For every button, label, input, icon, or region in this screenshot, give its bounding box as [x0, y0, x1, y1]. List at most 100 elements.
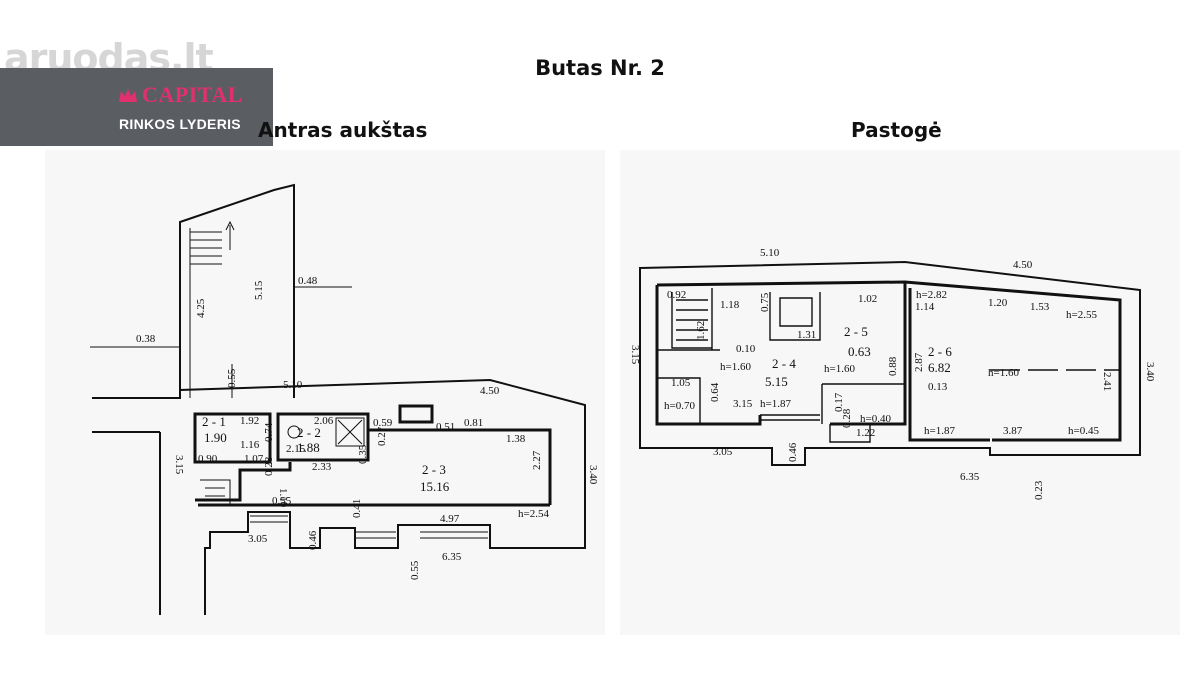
dim: 3.05: [248, 533, 268, 545]
right-inner-outline: [655, 280, 1122, 442]
floor-label-right: Pastogė: [851, 118, 942, 142]
dim: 5.10: [283, 379, 303, 391]
stair-outline: [179, 183, 295, 398]
room-id: 2 - 4: [772, 356, 796, 371]
dim: 1.53: [1030, 301, 1050, 313]
dim: 3.15: [733, 398, 753, 410]
dim: 3.15: [629, 345, 641, 365]
dim: 2.27: [531, 450, 543, 470]
height: h=0.40: [860, 413, 891, 425]
dim: 0.27: [376, 426, 388, 446]
left-plan-labels: 0.48 5.15 4.25 0.38 0.55 5.10 4.50 3.15 …: [136, 275, 599, 580]
height: h=1.60: [720, 361, 751, 373]
room-area: 15.16: [420, 479, 450, 494]
room-area: 1.88: [297, 440, 320, 455]
dim: 0.90: [198, 453, 218, 465]
dim: 0.55: [409, 560, 421, 580]
dim: 3.87: [1003, 425, 1023, 437]
dim: 1.05: [671, 377, 691, 389]
dim: 0.75: [759, 292, 771, 312]
dim: 0.17: [833, 392, 845, 412]
room-area: 1.90: [204, 430, 227, 445]
dim: 0.92: [667, 289, 686, 301]
height: h=0.70: [664, 400, 695, 412]
dim: 4.25: [195, 298, 207, 318]
dim: 0.35: [357, 444, 369, 464]
dim: 5.15: [253, 280, 265, 300]
dim: 3.40: [1144, 362, 1156, 382]
dim: 0.88: [887, 356, 899, 376]
height: h=1.60: [988, 367, 1019, 379]
dim: 4.50: [480, 385, 500, 397]
height: h=1.60: [824, 363, 855, 375]
brand-name: CAPITAL: [142, 82, 243, 107]
dim: 0.74: [263, 422, 275, 442]
dim: 1.07: [244, 453, 264, 465]
dim: 5.10: [760, 247, 780, 259]
dim: 1.02: [858, 293, 877, 305]
dim: 0.28: [263, 456, 275, 476]
dim: 2.06: [314, 415, 334, 427]
dim: 1.20: [988, 297, 1008, 309]
dim: 0.28: [841, 408, 853, 428]
dim: 0.55: [272, 495, 292, 507]
dim: 0.51: [436, 421, 455, 433]
dim: 1.22: [856, 427, 875, 439]
dim: 1.92: [240, 415, 259, 427]
right-plan-paper: [620, 150, 1180, 635]
agency-banner: CAPITAL RINKOS LYDERIS: [0, 68, 273, 146]
page-title: Butas Nr. 2: [535, 56, 665, 80]
dim: 0.64: [709, 382, 721, 402]
right-plan-labels: 5.10 4.50 3.15 3.40 3.05 0.46 6.35 0.23 …: [629, 247, 1156, 500]
height: h=1.87: [760, 398, 791, 410]
crown-icon: [119, 89, 137, 102]
height: h=1.87: [924, 425, 955, 437]
dim: 4.50: [1013, 259, 1033, 271]
room-area: 5.15: [765, 374, 788, 389]
room-id: 2 - 5: [844, 324, 868, 339]
floor-label-left: Antras aukštas: [258, 118, 428, 142]
height: h=2.82: [916, 289, 947, 301]
dim: 2.41: [1101, 372, 1113, 391]
height: h=2.55: [1066, 309, 1097, 321]
dim: 0.41: [351, 499, 363, 518]
room-area: 0.63: [848, 344, 871, 359]
dim: 3.15: [173, 455, 185, 475]
dim: 0.46: [307, 530, 319, 550]
dim: 0.23: [1033, 480, 1045, 500]
dim: 1.10: [277, 488, 289, 508]
dim: 6.35: [442, 551, 462, 563]
dim: 3.05: [713, 446, 733, 458]
dim: 0.59: [373, 417, 393, 429]
dim: 2.87: [913, 352, 925, 372]
dim: 0.13: [928, 381, 948, 393]
room-id: 2 - 6: [928, 344, 952, 359]
dim: 1.38: [506, 433, 526, 445]
room-id: 2 - 2: [297, 425, 321, 440]
dim: 0.46: [787, 442, 799, 462]
brand-tagline: RINKOS LYDERIS: [119, 116, 241, 132]
dim: 6.35: [960, 471, 980, 483]
dim: 3.40: [587, 465, 599, 485]
dim: 0.55: [226, 368, 238, 388]
dim: 0.38: [136, 333, 156, 345]
dim: 0.10: [736, 343, 756, 355]
room-id: 2 - 3: [422, 462, 446, 477]
right-floor-outline: [639, 260, 1141, 466]
left-plan-paper: [45, 150, 605, 635]
left-inner-walls: [193, 404, 552, 507]
dim: 0.81: [464, 417, 483, 429]
dim: 1.62: [695, 321, 707, 340]
room-area: 6.82: [928, 360, 951, 375]
dim: 1.14: [915, 301, 935, 313]
height: h=2.54: [518, 508, 549, 520]
dim: 1.16: [240, 439, 260, 451]
dim: 2.15: [286, 443, 306, 455]
dim: 4.97: [440, 513, 460, 525]
height: h=0.45: [1068, 425, 1099, 437]
dim: 0.48: [298, 275, 318, 287]
room-id: 2 - 1: [202, 414, 226, 429]
dim: 1.18: [720, 299, 740, 311]
dim: 1.31: [797, 329, 816, 341]
